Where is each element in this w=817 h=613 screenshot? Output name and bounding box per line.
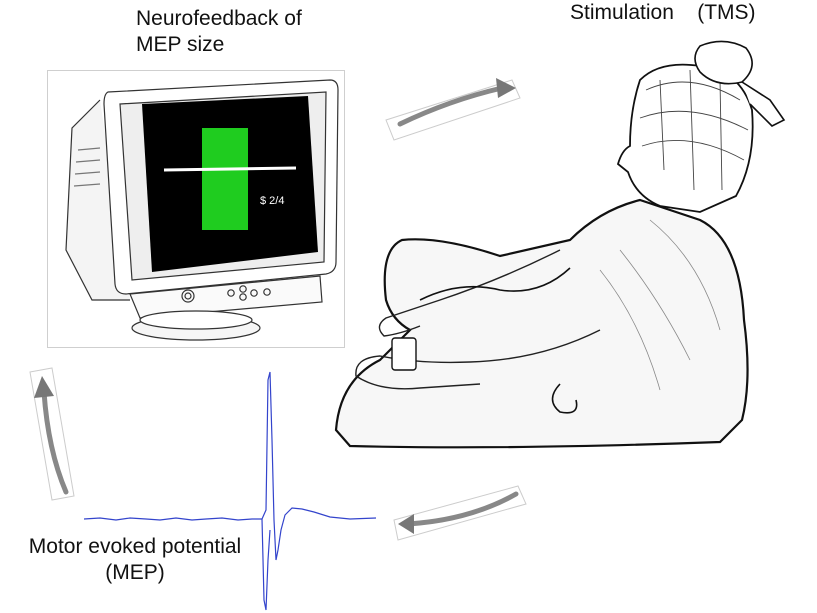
arrow-right-icon (386, 78, 520, 140)
reward-text: $ 2/4 (260, 195, 284, 207)
arrow-left-icon (394, 486, 526, 540)
mep-trough (262, 519, 270, 610)
arrow-up-icon (30, 368, 74, 500)
mep-trace (84, 372, 376, 560)
threshold-line (164, 168, 296, 170)
subject-illustration (336, 41, 784, 447)
mep-size-bar (202, 128, 248, 230)
